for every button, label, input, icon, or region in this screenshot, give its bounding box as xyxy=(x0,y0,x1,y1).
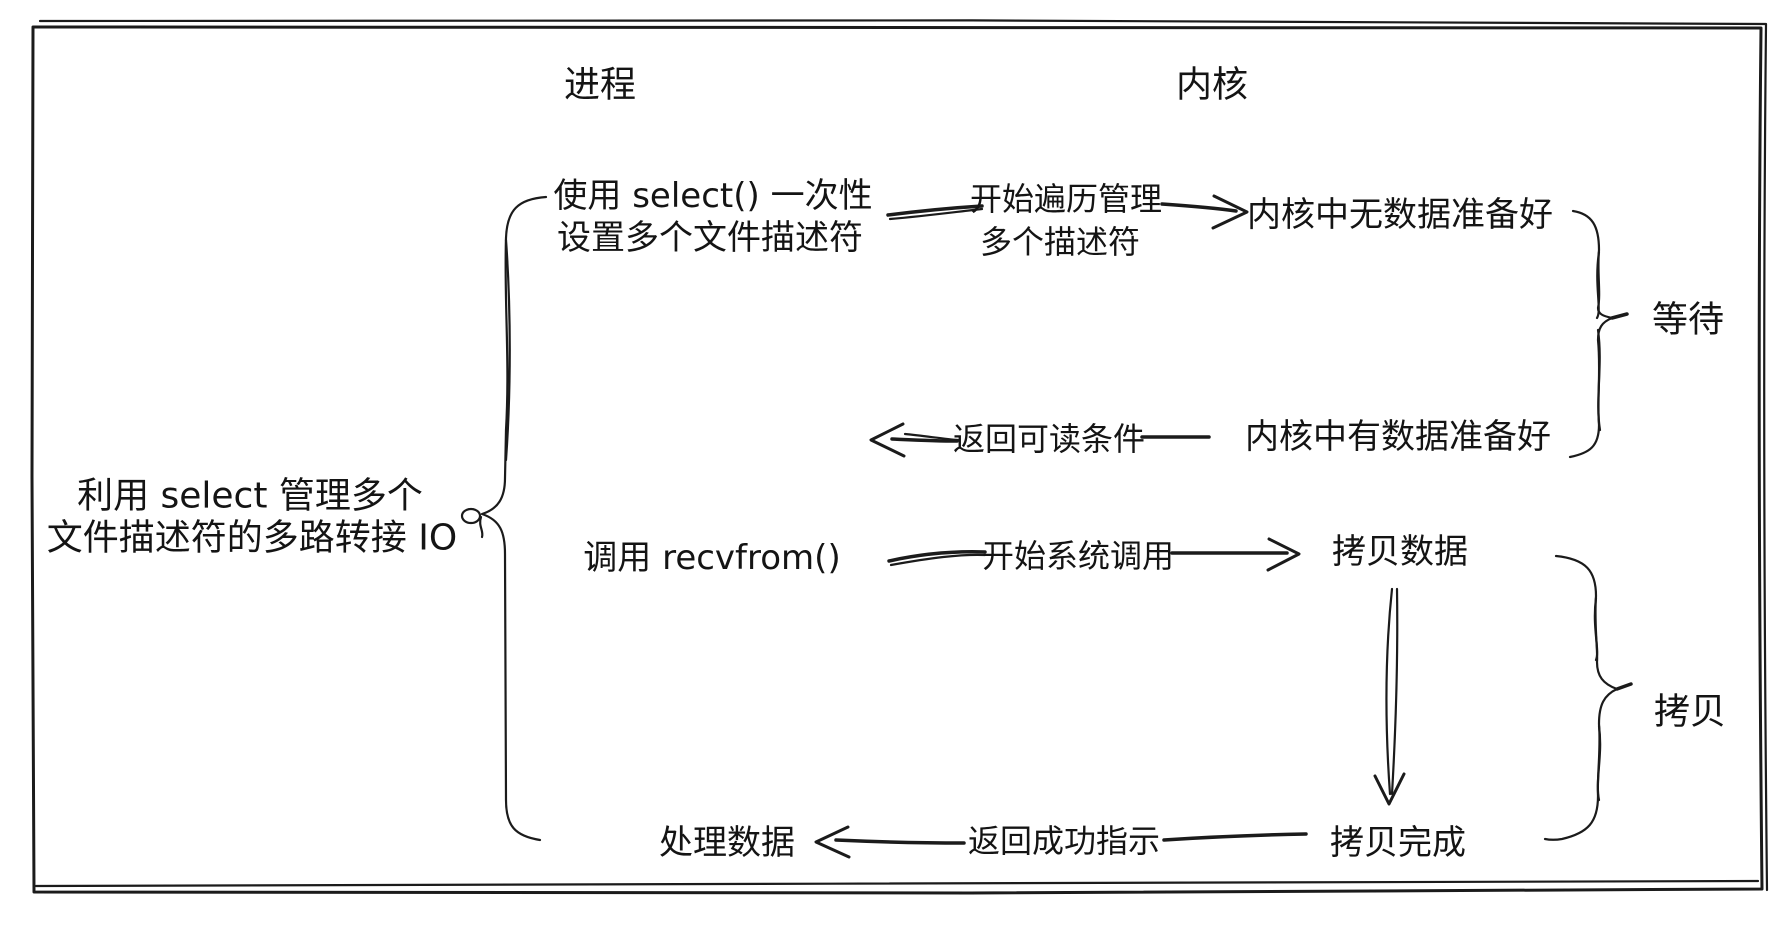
arrowhead-left-icon xyxy=(814,825,851,859)
left-label-line1: 利用 select 管理多个 xyxy=(77,476,423,517)
arrow-return-readable: 返回可读条件 xyxy=(869,420,1211,458)
arrow2-label: 返回可读条件 xyxy=(953,420,1145,458)
frame-border-inner-top-right xyxy=(38,18,1769,892)
arrow-start-syscall: 开始系统调用 xyxy=(887,537,1301,575)
arrow3-label: 开始系统调用 xyxy=(982,537,1174,575)
phase-label-wait: 等待 xyxy=(1652,300,1724,341)
process-step-select: 使用 select() 一次性 设置多个文件描述符 xyxy=(553,176,872,258)
arrowhead-down-icon xyxy=(1373,772,1406,806)
brace-copy xyxy=(1543,554,1633,841)
brace-wait xyxy=(1568,209,1629,459)
arrow-copy-progress xyxy=(1373,587,1406,806)
arrowhead-right-icon xyxy=(1211,194,1249,230)
arrow-start-traverse: 开始遍历管理 多个描述符 xyxy=(886,180,1249,261)
arrow-return-success: 返回成功指示 xyxy=(814,822,1308,860)
left-summary-label: 利用 select 管理多个 文件描述符的多路转接 IO xyxy=(47,476,457,559)
kernel-state-no-data: 内核中无数据准备好 xyxy=(1247,195,1553,235)
brace-left-loop xyxy=(460,507,482,525)
header-kernel: 内核 xyxy=(1176,65,1248,106)
process-step1-line1: 使用 select() 一次性 xyxy=(553,176,872,216)
process-step-handle-data: 处理数据 xyxy=(659,823,795,863)
phase-label-copy: 拷贝 xyxy=(1654,692,1726,733)
arrow5-label: 返回成功指示 xyxy=(968,822,1160,860)
arrow1-label-line2: 多个描述符 xyxy=(980,223,1140,261)
kernel-state-data-ready: 内核中有数据准备好 xyxy=(1245,417,1551,457)
arrowhead-right-icon xyxy=(1266,537,1301,572)
left-label-line2: 文件描述符的多路转接 IO xyxy=(47,518,457,559)
arrowhead-left-icon xyxy=(869,422,906,458)
frame-border-outer xyxy=(30,23,1764,895)
kernel-state-copy-data: 拷贝数据 xyxy=(1332,532,1468,572)
arrow1-label-line1: 开始遍历管理 xyxy=(970,180,1162,218)
process-step1-line2: 设置多个文件描述符 xyxy=(557,218,863,258)
kernel-state-copy-done: 拷贝完成 xyxy=(1330,823,1466,863)
frame-border-inner-bottom xyxy=(34,879,1760,888)
process-step-recvfrom: 调用 recvfrom() xyxy=(583,538,840,578)
header-process: 进程 xyxy=(564,65,636,106)
brace-left xyxy=(460,195,548,842)
